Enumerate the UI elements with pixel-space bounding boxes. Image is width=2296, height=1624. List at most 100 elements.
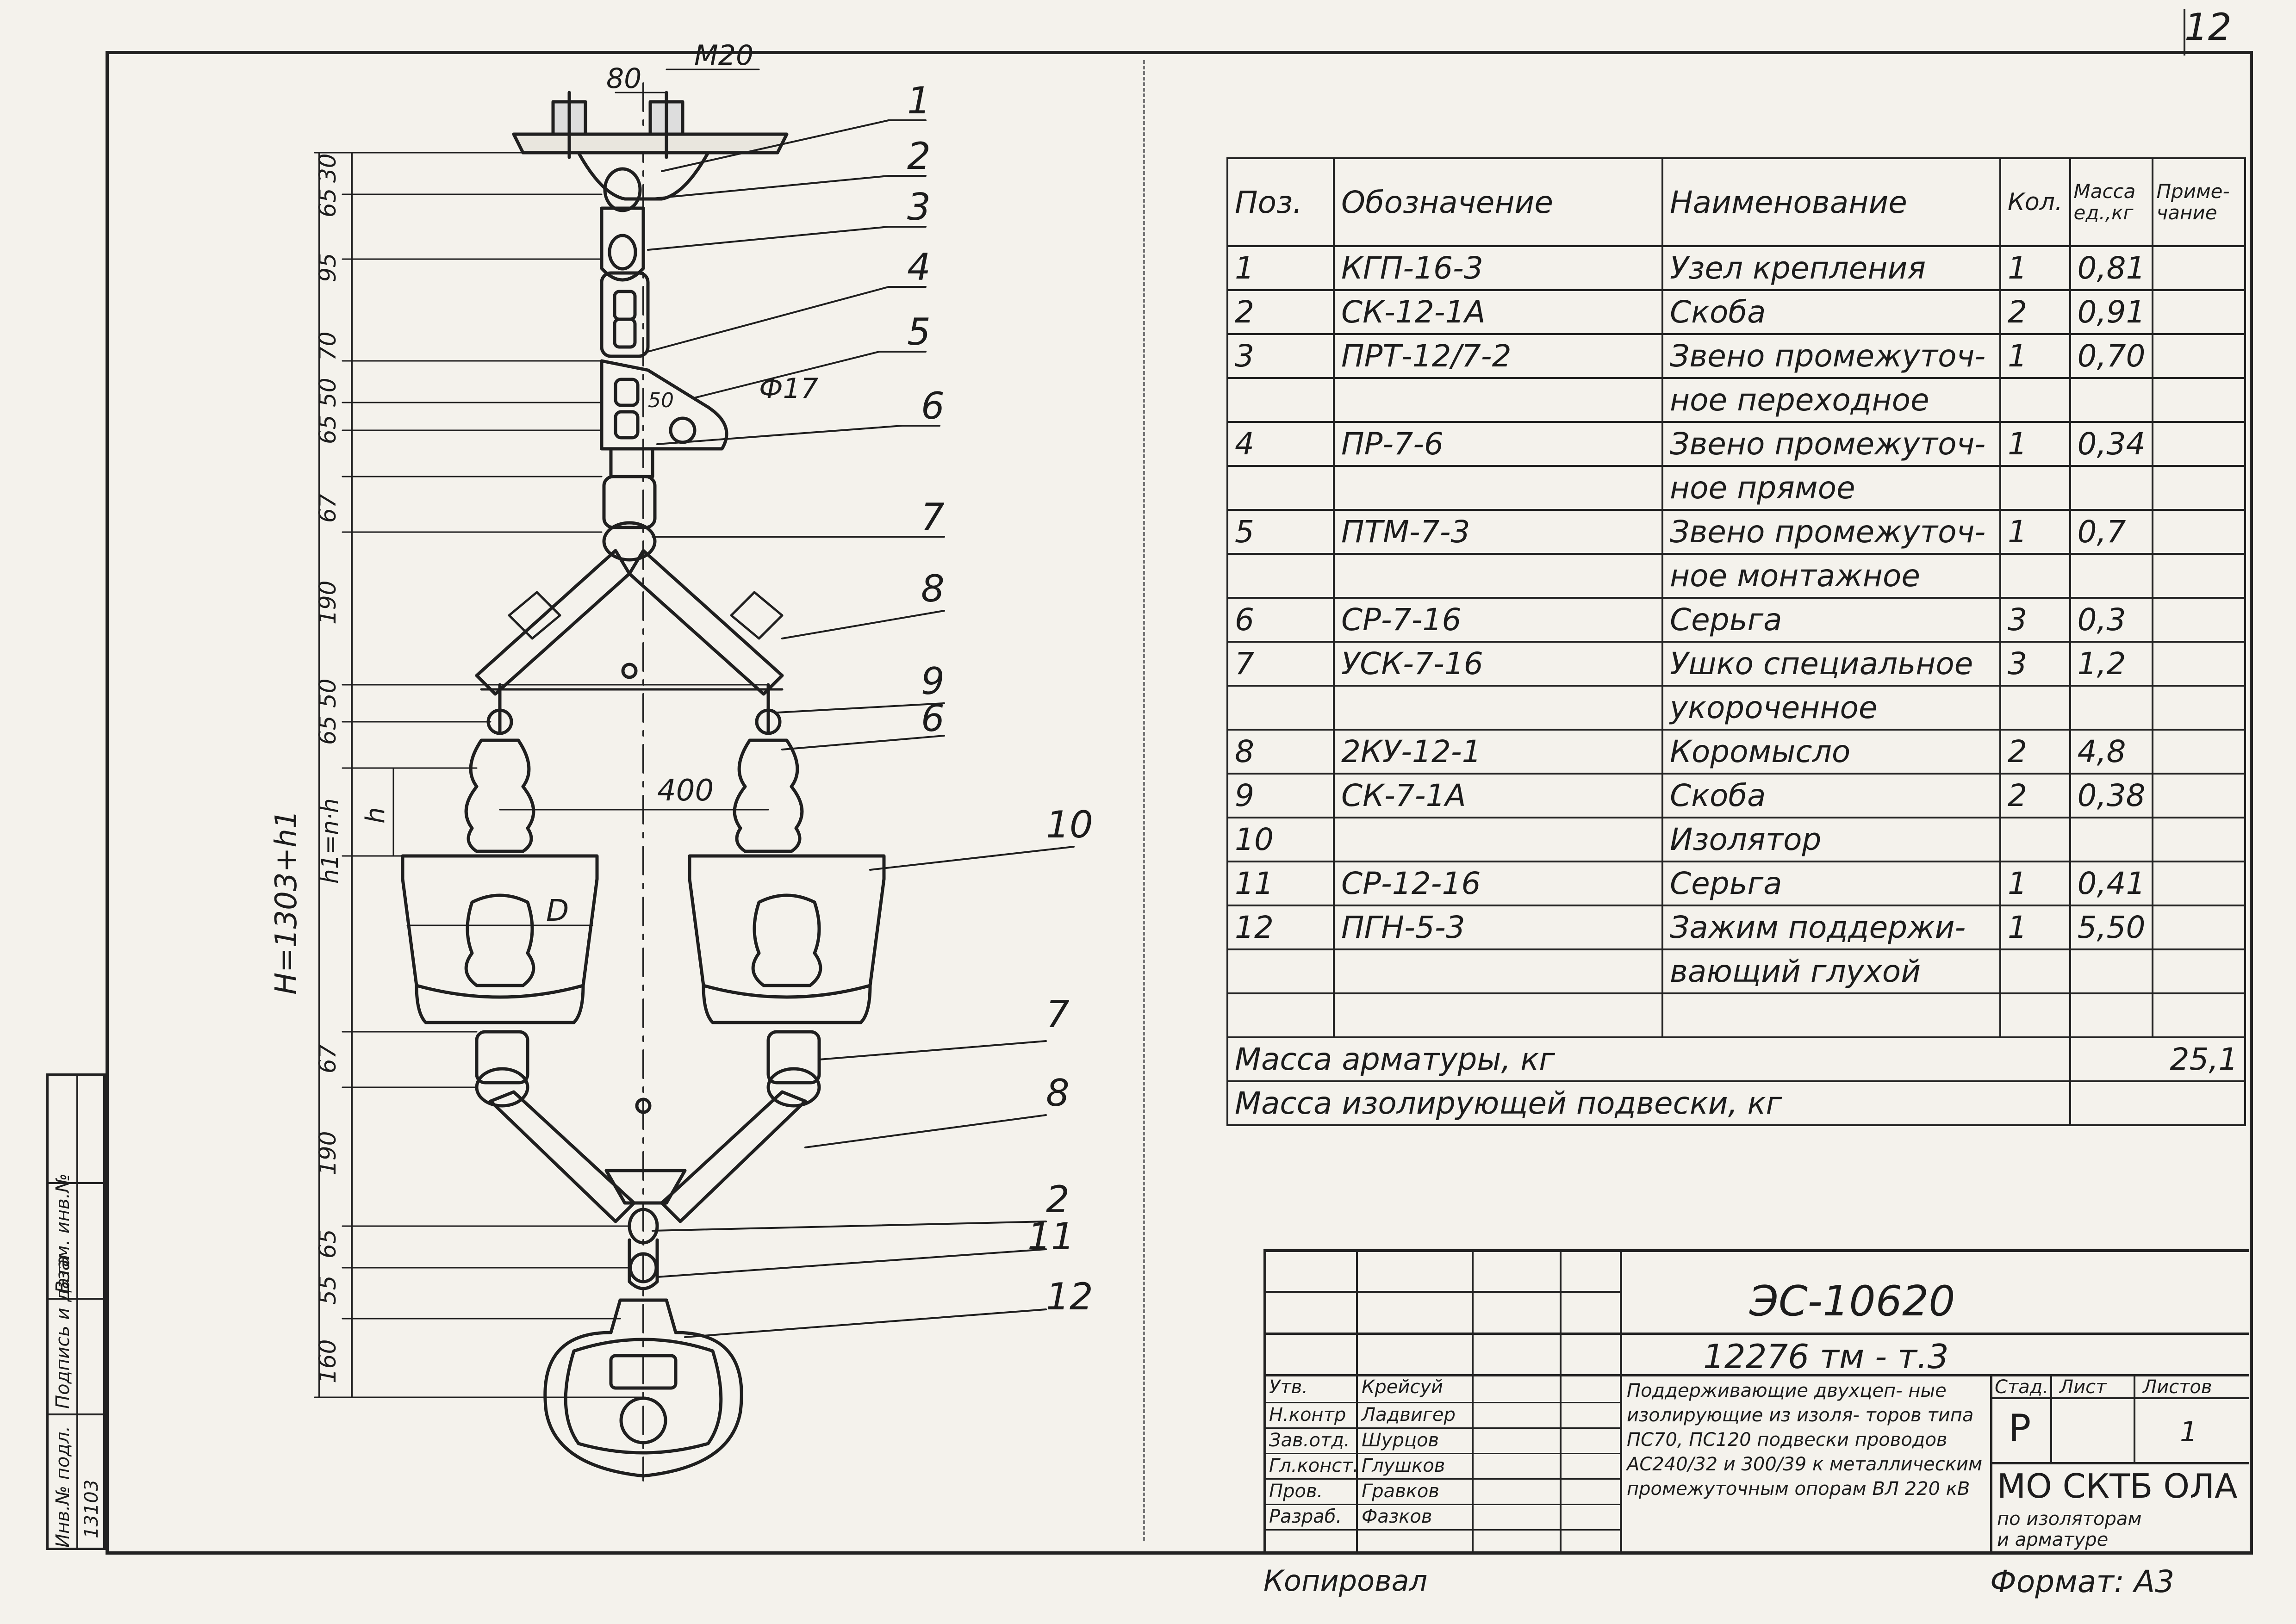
dim-65d: 65 xyxy=(314,1229,341,1258)
cell-designation xyxy=(1333,992,1663,1038)
cell-note xyxy=(2152,421,2246,467)
dim-67a: 67 xyxy=(314,493,341,523)
cell-qty xyxy=(1999,685,2071,731)
cell-name: укороченное xyxy=(1661,685,2001,731)
cell-note xyxy=(2152,377,2246,423)
callout-8: 8 xyxy=(921,567,945,610)
role-2: Зав.отд. xyxy=(1269,1430,1350,1451)
cell-pos: 1 xyxy=(1226,245,1335,291)
cell-pos: 12 xyxy=(1226,905,1335,950)
cell-qty xyxy=(1999,948,2071,994)
dim-95: 95 xyxy=(314,253,341,282)
parts-table: Поз. Обозначение Наименование Кол. Масса… xyxy=(1226,157,2246,1126)
table-row: укороченное xyxy=(1226,685,2246,731)
cell-mass: 0,34 xyxy=(2069,421,2154,467)
description: Поддерживающие двухцеп- ные изолирующие … xyxy=(1627,1380,1983,1500)
cell-name: Коромысло xyxy=(1661,729,2001,775)
cell-designation xyxy=(1333,553,1663,599)
hole-offset: 50 xyxy=(648,389,674,412)
header-designation: Обозначение xyxy=(1333,157,1663,247)
cell-qty: 1 xyxy=(1999,905,2071,950)
cell-pos: 3 xyxy=(1226,333,1335,379)
sheet-number-rule xyxy=(2184,9,2185,56)
cell-pos: 10 xyxy=(1226,817,1335,862)
cell-note xyxy=(2152,948,2246,994)
callout-5: 5 xyxy=(907,310,931,353)
cell-pos: 4 xyxy=(1226,421,1335,467)
cell-note xyxy=(2152,817,2246,862)
cell-qty: 2 xyxy=(1999,773,2071,818)
sheets-header: Листов xyxy=(2143,1376,2212,1398)
header-qty: Кол. xyxy=(1999,157,2071,247)
header-note: Приме- чание xyxy=(2152,157,2246,247)
dim-160: 160 xyxy=(314,1339,341,1383)
role-1: Н.контр xyxy=(1269,1404,1346,1426)
cell-designation xyxy=(1333,948,1663,994)
cell-note xyxy=(2152,641,2246,687)
diameter-label: D xyxy=(546,894,569,928)
name-1: Ладвигер xyxy=(1362,1404,1456,1426)
cell-note xyxy=(2152,509,2246,555)
hole-label: Ф17 xyxy=(759,372,818,405)
cell-note xyxy=(2152,905,2246,950)
callout-2b: 2 xyxy=(1046,1178,1070,1221)
table-row: 10 Изолятор xyxy=(1226,817,2246,862)
cell-pos xyxy=(1226,377,1335,423)
cell-mass: 0,3 xyxy=(2069,597,2154,643)
cell-name: Звено промежуточ- xyxy=(1661,421,2001,467)
name-0: Крейсуй xyxy=(1362,1376,1444,1398)
cell-designation: КГП-16-3 xyxy=(1333,245,1663,291)
role-3: Гл.конст. xyxy=(1269,1455,1359,1476)
cell-mass xyxy=(2069,817,2154,862)
span-400: 400 xyxy=(657,774,714,808)
callout-1: 1 xyxy=(907,79,931,122)
cell-designation: УСК-7-16 xyxy=(1333,641,1663,687)
cell-name: Изолятор xyxy=(1661,817,2001,862)
callout-4: 4 xyxy=(907,246,931,289)
cell-mass xyxy=(2069,948,2154,994)
callout-6: 6 xyxy=(921,384,945,428)
dim-190b: 190 xyxy=(314,1131,341,1175)
callout-6b: 6 xyxy=(921,697,945,740)
cell-qty: 1 xyxy=(1999,861,2071,906)
stamp-inv-number: 13103 xyxy=(81,1479,102,1538)
sheet-number: 12 xyxy=(2184,6,2232,49)
cell-mass: 4,8 xyxy=(2069,729,2154,775)
cell-pos: 7 xyxy=(1226,641,1335,687)
cell-qty: 2 xyxy=(1999,729,2071,775)
cell-qty: 1 xyxy=(1999,333,2071,379)
cell-mass: 0,81 xyxy=(2069,245,2154,291)
dim-67b: 67 xyxy=(314,1044,341,1073)
cell-pos xyxy=(1226,992,1335,1038)
cell-qty xyxy=(1999,992,2071,1038)
callout-7b: 7 xyxy=(1046,993,1070,1036)
cell-qty xyxy=(1999,465,2071,511)
table-row: ное монтажное xyxy=(1226,553,2246,599)
insulating-mass-value xyxy=(2069,1080,2246,1126)
cell-qty: 1 xyxy=(1999,421,2071,467)
cell-mass: 0,7 xyxy=(2069,509,2154,555)
cell-note xyxy=(2152,773,2246,818)
cell-note xyxy=(2152,465,2246,511)
stage-value: Р xyxy=(2009,1407,2031,1450)
h-label: h xyxy=(361,807,391,824)
cell-qty xyxy=(1999,553,2071,599)
stage-header: Стад. xyxy=(1995,1376,2049,1398)
fittings-mass-value: 25,1 xyxy=(2069,1036,2246,1082)
cell-name: ное монтажное xyxy=(1661,553,2001,599)
cell-mass: 0,38 xyxy=(2069,773,2154,818)
cell-qty: 1 xyxy=(1999,509,2071,555)
cell-name: вающий глухой xyxy=(1661,948,2001,994)
cell-mass: 5,50 xyxy=(2069,905,2154,950)
cell-designation: ПТМ-7-3 xyxy=(1333,509,1663,555)
cell-pos: 6 xyxy=(1226,597,1335,643)
insulating-mass-row: Масса изолирующей подвески, кг xyxy=(1226,1080,2246,1126)
